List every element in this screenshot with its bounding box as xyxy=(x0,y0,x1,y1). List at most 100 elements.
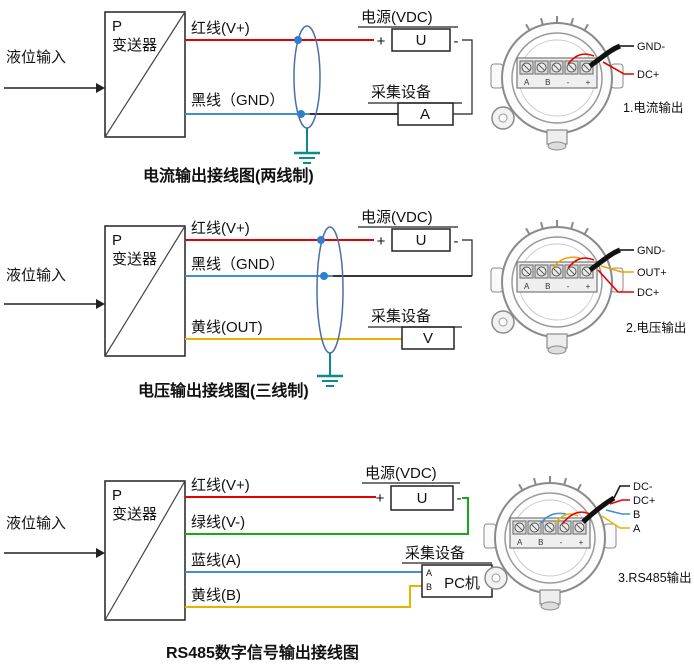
terminal-label-dcplus: DC+ xyxy=(633,495,655,507)
device-label: 采集设备 xyxy=(371,308,431,325)
input-arrow-head xyxy=(96,548,105,558)
minus-sign: - xyxy=(454,233,459,250)
terminal-caption: 2.电压输出 xyxy=(626,320,686,335)
branch-dcplus xyxy=(597,269,634,293)
device-unit-label: A xyxy=(420,106,430,123)
terminal-jumper-red xyxy=(567,53,595,65)
transmitter-box xyxy=(104,480,186,621)
terminal-cable xyxy=(588,43,621,69)
shield-dot xyxy=(297,110,305,118)
shield-ellipse xyxy=(316,226,344,354)
power-label: 电源(VDC) xyxy=(361,9,433,26)
terminal-cable xyxy=(581,495,616,524)
minus-sign: - xyxy=(454,33,459,50)
yellow-wire-label: 黄线(OUT) xyxy=(191,319,263,336)
transmitter-name-label: 变送器 xyxy=(112,37,157,54)
power-label: 电源(VDC) xyxy=(361,209,433,226)
shield-dot xyxy=(294,36,302,44)
branch-b xyxy=(605,509,630,515)
transmitter-p-label: P xyxy=(112,18,122,35)
terminal-housing-2 xyxy=(490,219,624,355)
return-wire xyxy=(462,239,473,276)
branch-dcplus xyxy=(602,61,634,75)
branch-a xyxy=(601,515,630,529)
branch-out xyxy=(600,265,634,273)
terminal-caption: 3.RS485输出 xyxy=(618,570,692,585)
minus-sign: - xyxy=(457,490,462,507)
device-unit-box xyxy=(401,326,455,350)
transmitter-p-label: P xyxy=(112,232,122,249)
transmitter-diagonal xyxy=(104,480,186,621)
transmitter-name-label: 变送器 xyxy=(112,251,157,268)
branch-dcminus xyxy=(613,485,630,499)
device-unit-label: V xyxy=(423,330,433,347)
section-caption: 电压输出接线图(三线制) xyxy=(138,381,309,400)
power-unit-box xyxy=(391,28,451,52)
terminal-cable xyxy=(588,247,621,273)
terminal-label-dcplus: DC+ xyxy=(637,69,659,81)
device-label: 采集设备 xyxy=(371,84,431,101)
power-unit-box xyxy=(391,228,451,252)
section-voltage-output: 液位输入 P 变送器 红线(V+) 电源(VDC) U + - 黑线（GND） … xyxy=(4,209,686,400)
terminal-label-out: OUT+ xyxy=(637,267,667,279)
ground-symbol xyxy=(294,128,320,164)
shield-dot xyxy=(317,236,325,244)
level-input-label: 液位输入 xyxy=(6,49,66,66)
power-unit-label: U xyxy=(416,232,427,249)
blue-wire-label: 蓝线(A) xyxy=(191,552,241,569)
yellow-wire xyxy=(185,585,422,608)
input-arrow-head xyxy=(96,83,105,93)
terminal-label-gnd: GND- xyxy=(637,41,665,53)
section-rs485-output: 液位输入 P 变送器 红线(V+) 电源(VDC) U + - 绿线(V-) 蓝… xyxy=(4,465,692,662)
power-unit-label: U xyxy=(416,32,427,49)
section-caption: RS485数字信号输出接线图 xyxy=(166,643,359,662)
terminal-housing-1 xyxy=(490,15,624,151)
terminal-jumper-orange xyxy=(552,256,581,269)
transmitter-name-label: 变送器 xyxy=(112,506,157,523)
terminal-label-b: B xyxy=(633,509,640,521)
power-unit-label: U xyxy=(417,490,428,507)
section-current-output: 液位输入 P 变送器 红线(V+) 电源(VDC) U + - 黑线（GND） … xyxy=(4,9,683,185)
terminal-label-dcplus: DC+ xyxy=(637,287,659,299)
power-label: 电源(VDC) xyxy=(365,465,437,482)
transmitter-diagonal xyxy=(104,225,186,357)
terminal-label-gnd: GND- xyxy=(637,245,665,257)
plus-sign: + xyxy=(377,233,386,250)
yellow-wire-label: 黄线(B) xyxy=(191,587,241,604)
transmitter-diagonal xyxy=(104,11,186,138)
terminal-housing-3 xyxy=(483,475,617,611)
return-wire xyxy=(453,39,473,115)
plus-sign: + xyxy=(377,33,386,50)
power-unit-box xyxy=(390,485,454,511)
green-wire-label: 绿线(V-) xyxy=(191,514,245,531)
terminal-jumper-blue xyxy=(539,512,567,525)
black-wire-label: 黑线（GND） xyxy=(191,92,284,109)
pc-unit-label: PC机 xyxy=(444,575,480,592)
terminal-jumper-red xyxy=(561,511,591,525)
input-arrow-head xyxy=(96,299,105,309)
terminal-label-dcminus: DC- xyxy=(633,481,653,493)
red-wire-label: 红线(V+) xyxy=(191,477,250,494)
device-label: 采集设备 xyxy=(405,545,465,562)
level-input-label: 液位输入 xyxy=(6,515,66,532)
shield-dot xyxy=(320,272,328,280)
terminal-jumper-red xyxy=(567,257,595,269)
terminal-jumper-yellow xyxy=(554,513,579,525)
red-wire-label: 红线(V+) xyxy=(191,20,250,37)
terminal-caption: 1.电流输出 xyxy=(623,100,683,115)
ground-symbol xyxy=(317,353,343,387)
device-unit-box xyxy=(397,102,454,126)
transmitter-box xyxy=(104,11,186,138)
red-wire-label: 红线(V+) xyxy=(191,220,250,237)
transmitter-p-label: P xyxy=(112,487,122,504)
green-wire xyxy=(185,497,469,535)
pc-terminal-b-label: B xyxy=(426,582,432,592)
black-wire-label: 黑线（GND） xyxy=(191,256,284,273)
section-caption: 电流输出接线图(两线制) xyxy=(143,166,314,185)
pc-terminal-a-label: A xyxy=(426,568,432,578)
branch-dcplus xyxy=(609,499,630,505)
transmitter-box xyxy=(104,225,186,357)
plus-sign: + xyxy=(376,490,385,507)
